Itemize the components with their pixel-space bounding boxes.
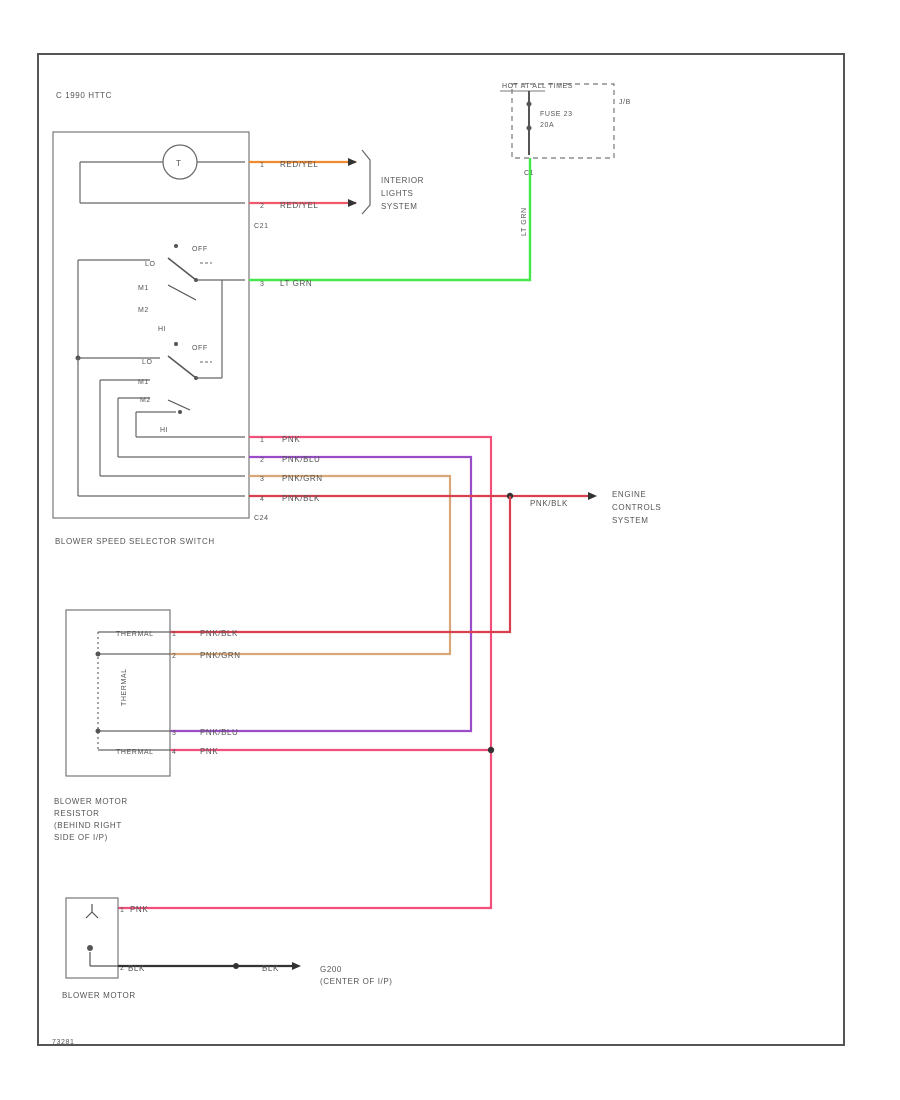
wire-pnk-grn: [170, 474, 452, 656]
ground-location: (CENTER OF I/P): [320, 977, 393, 986]
svg-text:PNK: PNK: [130, 905, 148, 914]
wire-pnk-blk-branch: [170, 496, 512, 634]
wire-lt-grn-vertical-label: LT GRN: [521, 207, 528, 236]
svg-text:PNK/BLU: PNK/BLU: [282, 455, 320, 464]
svg-text:3: 3: [260, 476, 265, 483]
fuse-box-ref: J/B: [619, 99, 631, 106]
svg-text:4: 4: [172, 749, 177, 756]
resistor-thermal-b: THERMAL: [121, 668, 128, 706]
fuse-box-dashed: [511, 83, 615, 159]
motor-housing: [65, 897, 119, 979]
svg-text:LO: LO: [145, 261, 156, 268]
svg-text:PNK/BLU: PNK/BLU: [200, 728, 238, 737]
svg-text:4: 4: [260, 496, 265, 503]
svg-text:M1: M1: [138, 285, 149, 292]
svg-text:RED/YEL: RED/YEL: [280, 160, 318, 169]
blower-motor-resistor: THERMAL THERMAL THERMAL 1 2 3 4 PNK/BLK …: [54, 609, 241, 842]
resistor-caption-4: SIDE OF I/P): [54, 833, 108, 842]
svg-text:2: 2: [260, 203, 265, 210]
svg-text:1: 1: [172, 631, 177, 638]
interior-lights-line3: SYSTEM: [381, 202, 418, 211]
svg-text:LO: LO: [142, 359, 153, 366]
svg-text:PNK/GRN: PNK/GRN: [200, 651, 241, 660]
fuse-hot-label: HOT AT ALL TIMES: [502, 83, 573, 90]
diagram-frame: [37, 53, 845, 1046]
connector-c24: C24: [254, 515, 269, 522]
wire-lt-grn: [249, 158, 532, 282]
wire-pnk-blu: [170, 455, 473, 733]
svg-text:OFF: OFF: [192, 246, 208, 253]
svg-text:PNK/GRN: PNK/GRN: [282, 474, 323, 483]
svg-text:1: 1: [260, 162, 265, 169]
resistor-caption-2: RESISTOR: [54, 809, 100, 818]
engine-controls-block: ENGINE CONTROLS SYSTEM: [612, 490, 661, 525]
switch-lamp-icon: [162, 144, 198, 180]
fuse-block: HOT AT ALL TIMES FUSE 23 20A J/B C1: [500, 83, 631, 177]
switch-caption: BLOWER SPEED SELECTOR SWITCH: [55, 537, 215, 546]
upper-selector-blade: [167, 257, 197, 281]
fuse-name: FUSE 23: [540, 111, 573, 118]
resistor-caption-1: BLOWER MOTOR: [54, 797, 128, 806]
svg-text:3: 3: [260, 281, 265, 288]
svg-text:HI: HI: [158, 326, 166, 333]
svg-text:PNK: PNK: [282, 435, 300, 444]
svg-text:BLK: BLK: [128, 964, 145, 973]
svg-text:OFF: OFF: [192, 345, 208, 352]
svg-text:LT GRN: LT GRN: [280, 279, 312, 288]
wire-pnk-main: [118, 435, 493, 910]
resistor-thermal-c: THERMAL: [116, 749, 154, 756]
fuse-rating: 20A: [540, 122, 554, 129]
svg-text:PNK/BLK: PNK/BLK: [530, 499, 568, 508]
svg-text:T: T: [176, 159, 182, 168]
blower-speed-selector-switch: T OFF LO M1 M2 HI OFF LO M1 M2 HI: [52, 131, 269, 546]
svg-text:HI: HI: [160, 427, 168, 434]
header-note: C 1990 HTTC: [56, 91, 112, 100]
svg-text:1: 1: [260, 437, 265, 444]
motor-fan-icon: [85, 904, 99, 919]
engine-controls-line3: SYSTEM: [612, 516, 649, 525]
engine-controls-line2: CONTROLS: [612, 503, 661, 512]
resistor-housing: [65, 609, 171, 777]
svg-text:BLK: BLK: [262, 964, 279, 973]
svg-text:PNK: PNK: [200, 747, 218, 756]
svg-text:RED/YEL: RED/YEL: [280, 201, 318, 210]
interior-lights-block: INTERIOR LIGHTS SYSTEM: [361, 149, 424, 215]
motor-ground-icon: [87, 945, 93, 951]
svg-text:PNK/BLK: PNK/BLK: [200, 629, 238, 638]
svg-text:3: 3: [172, 730, 177, 737]
svg-text:2: 2: [260, 457, 265, 464]
lower-selector-blade: [167, 355, 197, 379]
connector-c21: C21: [254, 223, 269, 230]
interior-lights-line2: LIGHTS: [381, 189, 414, 198]
svg-text:M1: M1: [138, 379, 149, 386]
svg-text:M2: M2: [140, 397, 151, 404]
svg-text:2: 2: [172, 653, 177, 660]
motor-caption: BLOWER MOTOR: [62, 991, 136, 1000]
switch-housing: [52, 131, 250, 519]
resistor-thermal-a: THERMAL: [116, 631, 154, 638]
svg-text:PNK/BLK: PNK/BLK: [282, 494, 320, 503]
svg-text:2: 2: [120, 965, 125, 972]
fuse-connector-ref: C1: [524, 170, 534, 177]
ground-id: G200: [320, 965, 342, 974]
interior-lights-line1: INTERIOR: [381, 176, 424, 185]
resistor-caption-3: (BEHIND RIGHT: [54, 821, 122, 830]
footer-code: 73281: [52, 1039, 74, 1046]
svg-text:1: 1: [120, 907, 125, 914]
blower-motor: 1 2 PNK BLOWER MOTOR: [62, 897, 148, 1000]
engine-controls-line1: ENGINE: [612, 490, 646, 499]
svg-text:M2: M2: [138, 307, 149, 314]
